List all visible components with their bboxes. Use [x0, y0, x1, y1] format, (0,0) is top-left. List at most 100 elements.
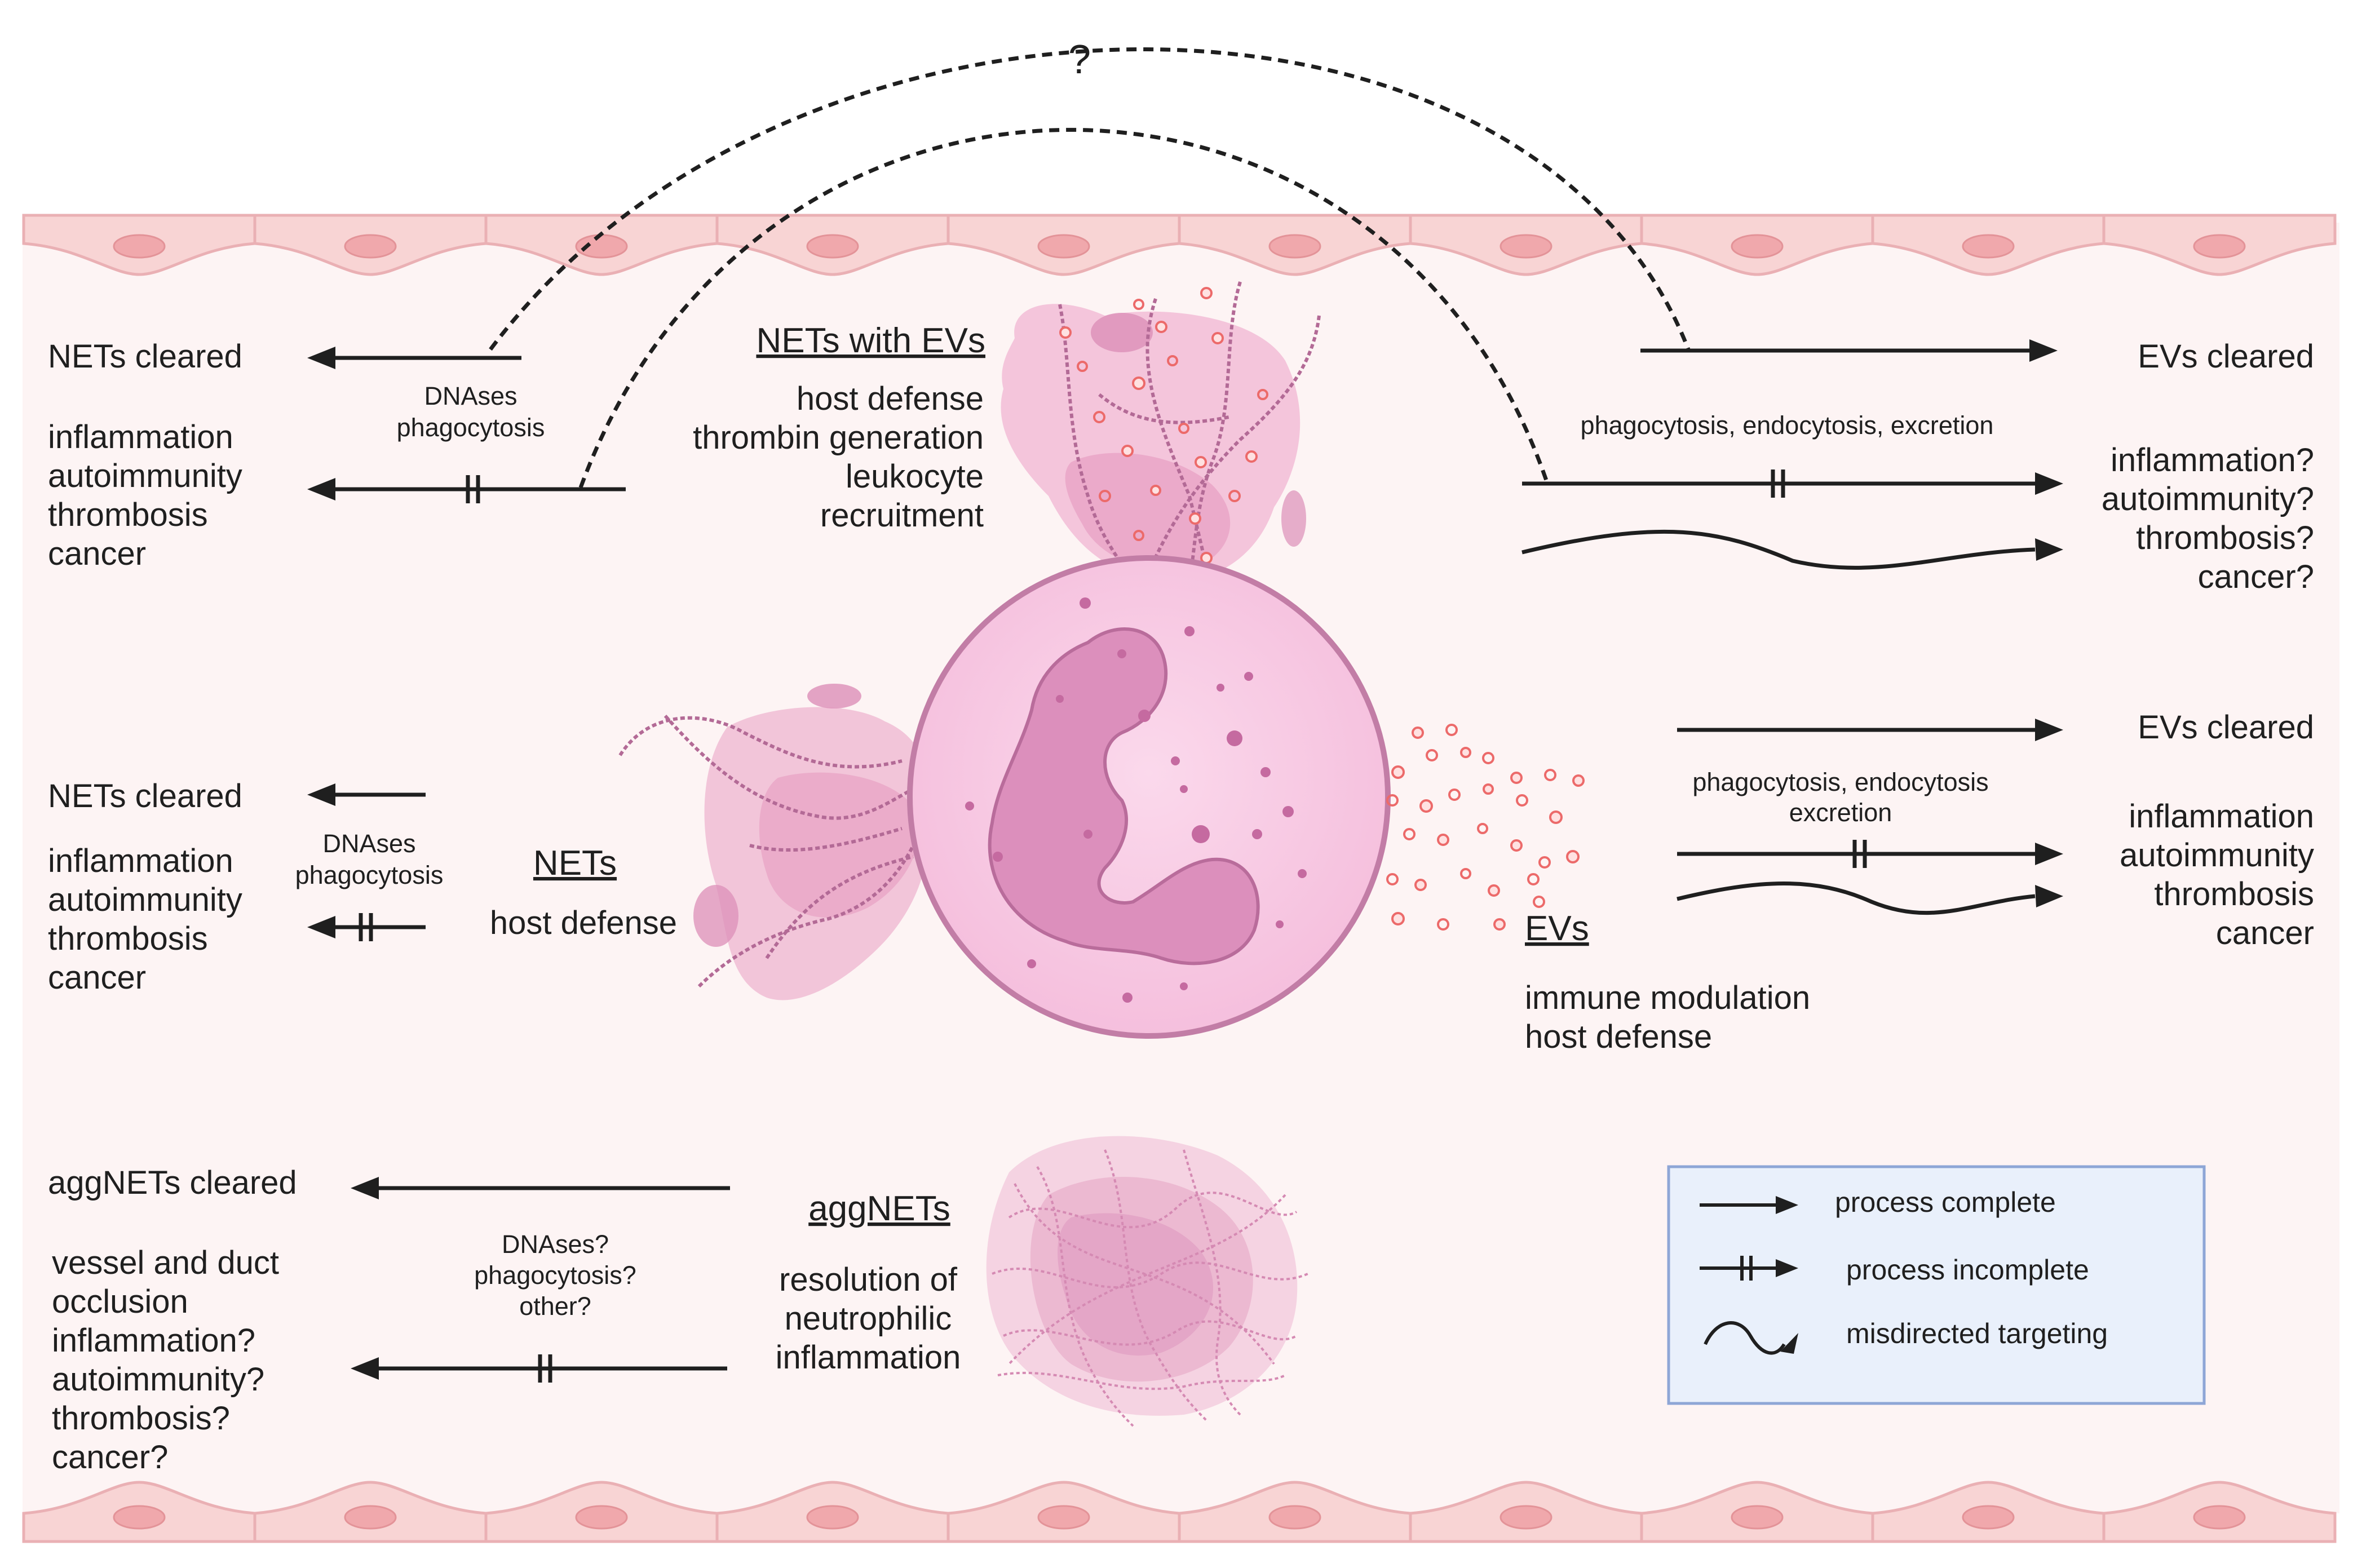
endothelial-nucleus — [1500, 234, 1552, 259]
bottom-left-cleared: aggNETs cleared — [48, 1164, 297, 1201]
legend-incomplete-label: process incomplete — [1846, 1254, 2089, 1286]
endothelial-nucleus — [1500, 1505, 1552, 1530]
aggnet-fiber — [992, 1261, 1308, 1288]
neutrophil — [907, 555, 1391, 1039]
arrow-nets-incomplete-mid — [307, 913, 426, 941]
extracellular-vesicle — [1448, 789, 1461, 801]
granule — [1298, 869, 1307, 878]
endothelial-nucleus — [344, 1505, 397, 1530]
free-evs-illustration — [1386, 724, 1585, 931]
aggnet-fiber — [1003, 1320, 1298, 1346]
nets-function-1: host defense — [490, 905, 677, 941]
arrow-evs-misdirected-top — [1521, 529, 2063, 570]
endothelium-top — [22, 214, 2337, 276]
granule — [1217, 684, 1224, 692]
extracellular-vesicle — [1482, 752, 1494, 764]
extracellular-vesicle — [1419, 799, 1433, 813]
extracellular-vesicle — [1211, 332, 1224, 344]
mid-right-cleared: EVs cleared — [2138, 709, 2314, 746]
granule — [1244, 672, 1253, 681]
granule — [1276, 920, 1284, 928]
extracellular-vesicle — [1391, 912, 1405, 925]
mid-left-outcome-1: inflammation — [48, 843, 233, 879]
bottom-left-outcome-3: inflammation? — [52, 1322, 255, 1359]
granule — [1080, 597, 1091, 609]
aggnet-fiber — [1014, 1183, 1275, 1365]
extracellular-vesicle — [1483, 783, 1494, 795]
granule — [1117, 649, 1126, 658]
question-mark: ? — [1068, 37, 1091, 82]
aggnets-illustration — [986, 1136, 1308, 1427]
arrow-nets-incomplete-top — [307, 475, 626, 503]
legend-misdirected-symbol — [1704, 1321, 1798, 1355]
extracellular-vesicle — [1403, 828, 1416, 840]
granule — [1252, 829, 1262, 839]
aggnet-fiber — [1183, 1149, 1241, 1416]
extracellular-vesicle — [1245, 450, 1258, 463]
endothelial-nucleus — [1731, 234, 1784, 259]
bottom-left-outcome-1: vessel and duct — [52, 1244, 279, 1281]
granule — [1138, 710, 1151, 722]
endothelial-nucleus — [113, 1505, 166, 1530]
granule — [1180, 982, 1188, 990]
extracellular-vesicle — [1077, 361, 1088, 372]
mid-right-outcome-3: thrombosis — [2154, 876, 2314, 913]
arrow-evs-incomplete-mid — [1677, 840, 2063, 868]
top-left-mechanism-1: DNAses — [424, 382, 517, 410]
endothelial-nucleus — [575, 1505, 628, 1530]
extracellular-vesicle — [1200, 287, 1213, 299]
top-right-mechanisms: phagocytosis, endocytosis, excretion — [1581, 411, 1994, 440]
granule — [993, 852, 1003, 862]
nets-with-evs-function-3: leukocyte — [846, 458, 984, 495]
extracellular-vesicle — [1426, 749, 1438, 761]
top-right-outcome-3: thrombosis? — [2136, 520, 2314, 556]
mid-left-mechanism-1: DNAses — [322, 829, 415, 858]
extracellular-vesicle — [1533, 896, 1545, 908]
extracellular-vesicle — [1566, 850, 1580, 863]
granule — [1260, 767, 1271, 777]
bottom-left-mechanism-1: DNAses? — [502, 1230, 609, 1259]
mid-left-outcome-4: cancer — [48, 959, 146, 996]
top-left-outcome-2: autoimmunity — [48, 458, 242, 494]
top-left-outcome-3: thrombosis — [48, 497, 208, 533]
evs-title: EVs — [1525, 909, 1589, 948]
evs-function-2: host defense — [1525, 1018, 1712, 1055]
endothelial-nucleus — [113, 234, 166, 259]
aggnet-fiber — [997, 1371, 1286, 1390]
mid-right-outcome-1: inflammation — [2129, 798, 2314, 835]
granule — [1227, 730, 1242, 746]
granule — [1083, 830, 1092, 839]
granule — [1180, 785, 1188, 793]
extracellular-vesicle — [1150, 485, 1161, 496]
granule — [1027, 959, 1036, 968]
extracellular-vesicle — [1460, 747, 1471, 758]
extracellular-vesicle — [1121, 445, 1134, 457]
extracellular-vesicle — [1155, 321, 1167, 333]
extracellular-vesicle — [1228, 490, 1241, 502]
aggnet-fiber — [1036, 1166, 1134, 1427]
extracellular-vesicle — [1099, 490, 1111, 502]
nets-with-evs-illustration — [1001, 281, 1321, 587]
top-right-outcome-1: inflammation? — [2111, 442, 2314, 479]
endothelial-nucleus — [806, 234, 859, 259]
arrow-evs-incomplete-top — [1522, 469, 2063, 498]
top-right-outcome-2: autoimmunity? — [2102, 481, 2314, 517]
nets-with-evs-title: NETs with EVs — [756, 321, 985, 360]
bottom-left-outcome-5: thrombosis? — [52, 1400, 230, 1437]
granule — [965, 801, 974, 810]
endothelial-nucleus — [1731, 1505, 1784, 1530]
neutrophil-nucleus — [988, 627, 1260, 965]
extracellular-vesicle — [1437, 834, 1449, 846]
granule — [1184, 626, 1195, 636]
bottom-left-outcome-4: autoimmunity? — [52, 1361, 264, 1398]
mid-left-mechanism-2: phagocytosis — [295, 861, 444, 889]
aggnets-function-3: inflammation — [776, 1339, 961, 1376]
nets-with-evs-function-1: host defense — [797, 380, 984, 417]
top-left-outcome-1: inflammation — [48, 419, 233, 455]
extracellular-vesicle — [1195, 456, 1207, 468]
legend-complete-label: process complete — [1835, 1186, 2056, 1218]
extracellular-vesicle — [1527, 873, 1540, 885]
endothelial-nucleus — [1962, 234, 2015, 259]
mid-left-cleared: NETs cleared — [48, 778, 242, 814]
